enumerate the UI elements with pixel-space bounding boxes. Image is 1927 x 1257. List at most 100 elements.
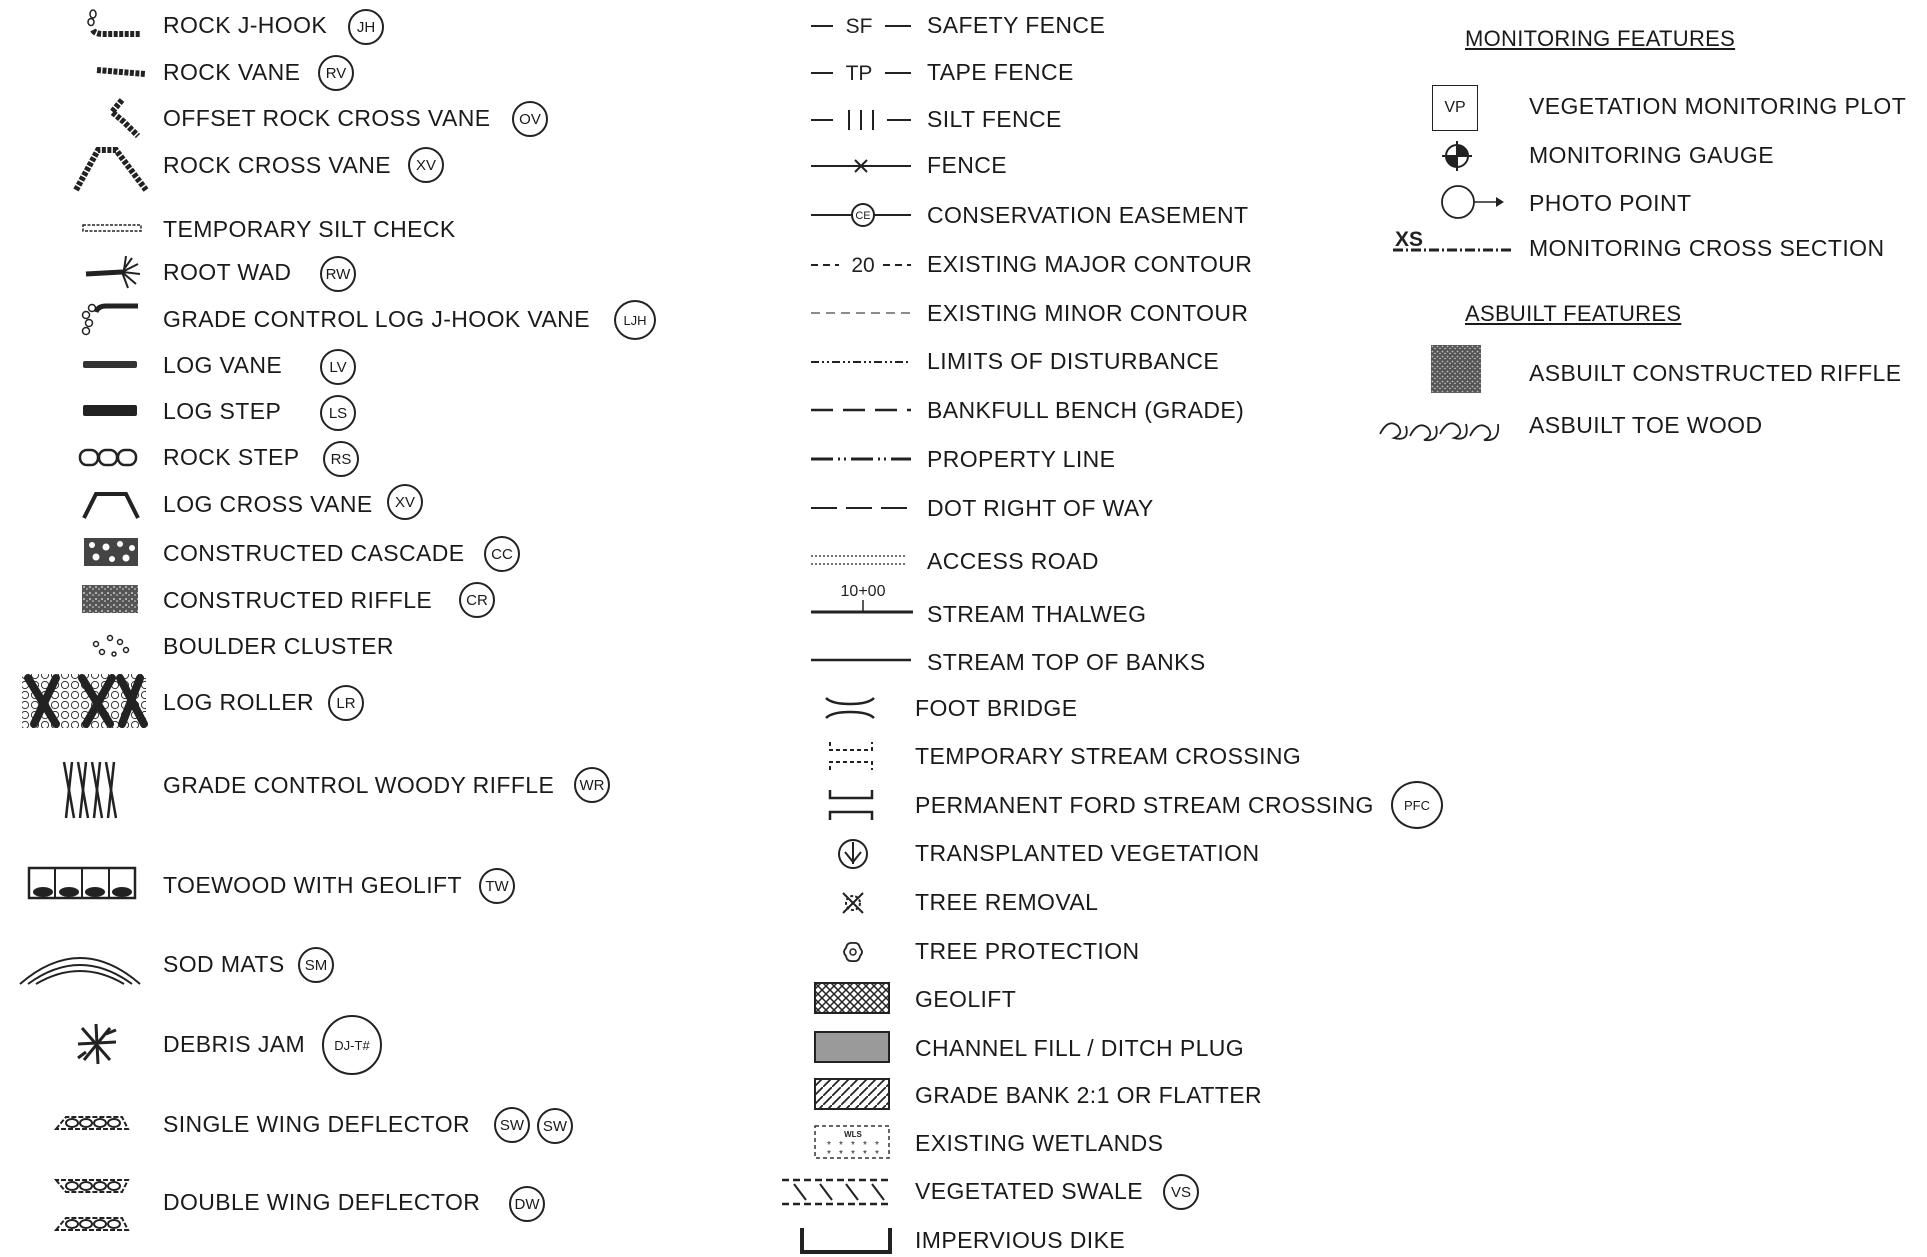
- line-text: TP: [846, 62, 873, 85]
- vegetated-swale-icon: [782, 1178, 888, 1206]
- callout-tag: RS: [323, 441, 359, 477]
- svg-text:*: *: [827, 1149, 831, 1160]
- major-contour-line-icon: 20: [811, 254, 911, 277]
- toewood-geolift-icon: [27, 866, 137, 900]
- sod-mats-icon: [19, 957, 141, 985]
- callout-tag: RW: [320, 256, 356, 292]
- rock-step-icon: [78, 448, 138, 467]
- impervious-dike-icon: [800, 1228, 892, 1254]
- legend-label: CONSTRUCTED CASCADE: [163, 540, 465, 566]
- callout-tag: DJ-T#: [322, 1015, 382, 1075]
- dot-right-of-way-line-icon: [811, 507, 911, 509]
- permanent-ford-crossing-icon: [828, 790, 874, 820]
- legend-label: STREAM THALWEG: [927, 601, 1147, 627]
- svg-text:*: *: [851, 1140, 855, 1151]
- asbuilt-features-header: ASBUILT FEATURES: [1465, 301, 1682, 326]
- legend-label: CHANNEL FILL / DITCH PLUG: [915, 1035, 1245, 1061]
- woody-riffle-icon: [62, 761, 118, 819]
- svg-text:*: *: [863, 1140, 867, 1151]
- single-wing-deflector-icon: [53, 1116, 130, 1130]
- legend-label: VEGETATION MONITORING PLOT: [1529, 93, 1907, 119]
- legend-label: CONSTRUCTED RIFFLE: [163, 587, 433, 613]
- callout-tag: LV: [320, 349, 356, 385]
- double-wing-deflector-icon: [53, 1179, 130, 1231]
- line-text: 20: [851, 254, 874, 277]
- legend-label: GRADE BANK 2:1 OR FLATTER: [915, 1082, 1262, 1108]
- asbuilt-toe-wood-icon: [1379, 422, 1500, 442]
- legend-label: ROCK STEP: [163, 444, 300, 470]
- legend-label: SAFETY FENCE: [927, 12, 1106, 38]
- legend-label: IMPERVIOUS DIKE: [915, 1227, 1126, 1253]
- callout-tag: RV: [318, 55, 354, 91]
- legend-label: DEBRIS JAM: [163, 1031, 306, 1057]
- legend-label: SILT FENCE: [927, 106, 1062, 132]
- legend-label: TEMPORARY STREAM CROSSING: [915, 743, 1302, 769]
- temporary-silt-check-icon: [82, 224, 142, 232]
- callout-tag: LS: [320, 395, 356, 431]
- legend-label: TREE REMOVAL: [915, 889, 1099, 915]
- callout-tag: DW: [509, 1186, 545, 1222]
- fence-line-icon: [811, 159, 911, 173]
- callout-tag: VS: [1163, 1174, 1199, 1210]
- legend-label: BOULDER CLUSTER: [163, 633, 394, 659]
- legend-label: SOD MATS: [163, 951, 285, 977]
- offset-rock-cross-vane-icon: [107, 98, 141, 139]
- legend-label: GEOLIFT: [915, 986, 1017, 1012]
- svg-text:*: *: [827, 1140, 831, 1151]
- legend-label: LOG CROSS VANE: [163, 491, 373, 517]
- callout-tag: XV: [408, 147, 444, 183]
- legend-label: MONITORING CROSS SECTION: [1529, 235, 1885, 261]
- legend-label: LOG ROLLER: [163, 689, 314, 715]
- channel-fill-icon: [814, 1031, 890, 1063]
- legend-label: TREE PROTECTION: [915, 938, 1140, 964]
- legend-label: TAPE FENCE: [927, 59, 1074, 85]
- legend-label: ASBUILT CONSTRUCTED RIFFLE: [1529, 360, 1902, 386]
- access-road-line-icon: [811, 555, 907, 565]
- root-wad-icon: [85, 255, 141, 289]
- legend-label: OFFSET ROCK CROSS VANE: [163, 105, 491, 131]
- legend-label: TOEWOOD WITH GEOLIFT: [163, 872, 462, 898]
- conservation-easement-line-icon: CE: [811, 203, 911, 227]
- stream-top-banks-line-icon: [811, 658, 911, 662]
- geolift-hatch-icon: [814, 982, 890, 1014]
- legend-label: CONSERVATION EASEMENT: [927, 202, 1249, 228]
- legend-label: SINGLE WING DEFLECTOR: [163, 1111, 471, 1137]
- legend-label: GRADE CONTROL WOODY RIFFLE: [163, 772, 555, 798]
- grade-bank-hatch-icon: [814, 1078, 890, 1110]
- callout-tag: WR: [574, 767, 610, 803]
- callout-tag: OV: [512, 101, 548, 137]
- legend-label: DOUBLE WING DEFLECTOR: [163, 1189, 481, 1215]
- log-roller-icon: [22, 674, 148, 728]
- legend-label: ROCK CROSS VANE: [163, 152, 391, 178]
- rock-cross-vane-icon: [73, 147, 149, 192]
- svg-text:*: *: [875, 1149, 879, 1160]
- cross-section-line-icon: XS: [1393, 228, 1513, 252]
- legend-label: FOOT BRIDGE: [915, 695, 1078, 721]
- constructed-riffle-icon: [82, 585, 138, 613]
- debris-jam-icon: [77, 1023, 117, 1065]
- minor-contour-line-icon: [811, 312, 911, 314]
- wetlands-icon: WLS ***** *****: [814, 1125, 890, 1160]
- property-line-icon: [811, 457, 911, 461]
- legend-label: DOT RIGHT OF WAY: [927, 495, 1154, 521]
- legend-label: PERMANENT FORD STREAM CROSSING: [915, 792, 1374, 818]
- bankfull-bench-line-icon: [811, 408, 911, 412]
- svg-text:*: *: [851, 1149, 855, 1160]
- legend-label: LOG STEP: [163, 398, 282, 424]
- legend-label: ROCK VANE: [163, 59, 301, 85]
- legend-label: EXISTING MAJOR CONTOUR: [927, 251, 1253, 277]
- monitoring-features-header: MONITORING FEATURES: [1465, 26, 1736, 51]
- log-vane-icon: [83, 361, 137, 368]
- constructed-cascade-icon: [84, 538, 138, 566]
- rock-vane-icon: [96, 67, 146, 77]
- tape-fence-line-icon: TP: [811, 62, 911, 85]
- callout-tag: SM: [298, 947, 334, 983]
- legend-label: TRANSPLANTED VEGETATION: [915, 840, 1260, 866]
- asbuilt-riffle-icon: [1431, 345, 1481, 393]
- legend-label: PHOTO POINT: [1529, 190, 1692, 216]
- callout-tag: XV: [387, 484, 423, 520]
- callout-tag: JH: [348, 9, 384, 45]
- line-text: WLS: [844, 1130, 862, 1139]
- legend-label: EXISTING MINOR CONTOUR: [927, 300, 1249, 326]
- legend-label: ACCESS ROAD: [927, 548, 1099, 574]
